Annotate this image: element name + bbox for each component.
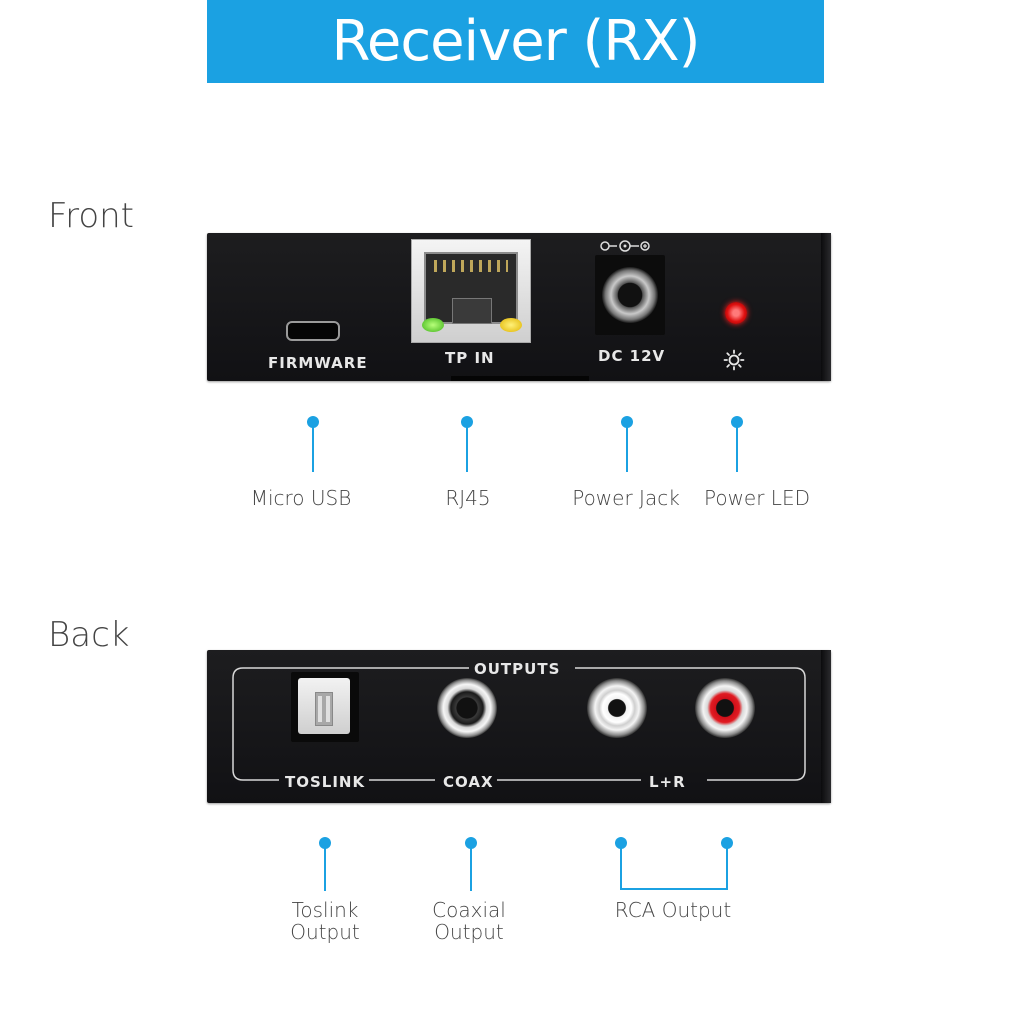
callout-toslink-line1: Toslink bbox=[291, 898, 359, 922]
callout-rca: RCA Output bbox=[614, 898, 732, 922]
micro-usb-port bbox=[286, 321, 340, 341]
callout-line-toslink bbox=[324, 843, 326, 891]
callout-line-rca-right bbox=[726, 843, 728, 890]
rca-left-port bbox=[587, 678, 647, 738]
coax-label: COAX bbox=[443, 773, 494, 791]
callout-power-led: Power LED bbox=[703, 486, 810, 510]
lr-label: L+R bbox=[649, 773, 686, 791]
back-label: Back bbox=[48, 615, 130, 655]
callout-coaxial-line1: Coaxial bbox=[432, 898, 506, 922]
callout-line-rca-left bbox=[620, 843, 622, 890]
bottom-slot bbox=[451, 376, 589, 381]
front-label: Front bbox=[48, 196, 134, 236]
callout-line-power-jack bbox=[626, 422, 628, 472]
callout-line-micro-usb bbox=[312, 422, 314, 472]
tp-in-label: TP IN bbox=[445, 349, 495, 367]
callout-rj45: RJ45 bbox=[445, 486, 491, 510]
rca-right-port bbox=[695, 678, 755, 738]
toslink-label: TOSLINK bbox=[285, 773, 366, 791]
callout-power-jack: Power Jack bbox=[572, 486, 680, 510]
coax-port bbox=[437, 678, 497, 738]
power-led bbox=[725, 302, 747, 324]
callout-toslink: Toslink Output bbox=[264, 899, 386, 943]
toslink-port bbox=[291, 672, 359, 742]
dc-polarity-icon bbox=[600, 240, 650, 252]
back-panel: OUTPUTS TOSLINK COAX L+R bbox=[207, 650, 831, 803]
dc-label: DC 12V bbox=[598, 347, 666, 365]
firmware-label: FIRMWARE bbox=[268, 354, 368, 372]
callout-line-rj45 bbox=[466, 422, 468, 472]
title-banner: Receiver (RX) bbox=[207, 0, 824, 83]
callout-line-power-led bbox=[736, 422, 738, 472]
link-led-green bbox=[422, 318, 444, 332]
callout-toslink-line2: Output bbox=[290, 920, 360, 944]
outputs-frame bbox=[232, 667, 806, 781]
outputs-label: OUTPUTS bbox=[474, 660, 561, 678]
callout-micro-usb: Micro USB bbox=[250, 486, 352, 510]
rj45-port bbox=[411, 239, 531, 343]
sun-icon bbox=[723, 349, 745, 371]
banner-title: Receiver (RX) bbox=[331, 9, 700, 74]
callout-bracket-rca bbox=[620, 888, 728, 890]
callout-line-coaxial bbox=[470, 843, 472, 891]
activity-led-yellow bbox=[500, 318, 522, 332]
callout-coaxial: Coaxial Output bbox=[408, 899, 530, 943]
callout-coaxial-line2: Output bbox=[434, 920, 504, 944]
power-jack bbox=[595, 255, 665, 335]
front-panel: FIRMWARE TP IN DC 12V bbox=[207, 233, 831, 381]
